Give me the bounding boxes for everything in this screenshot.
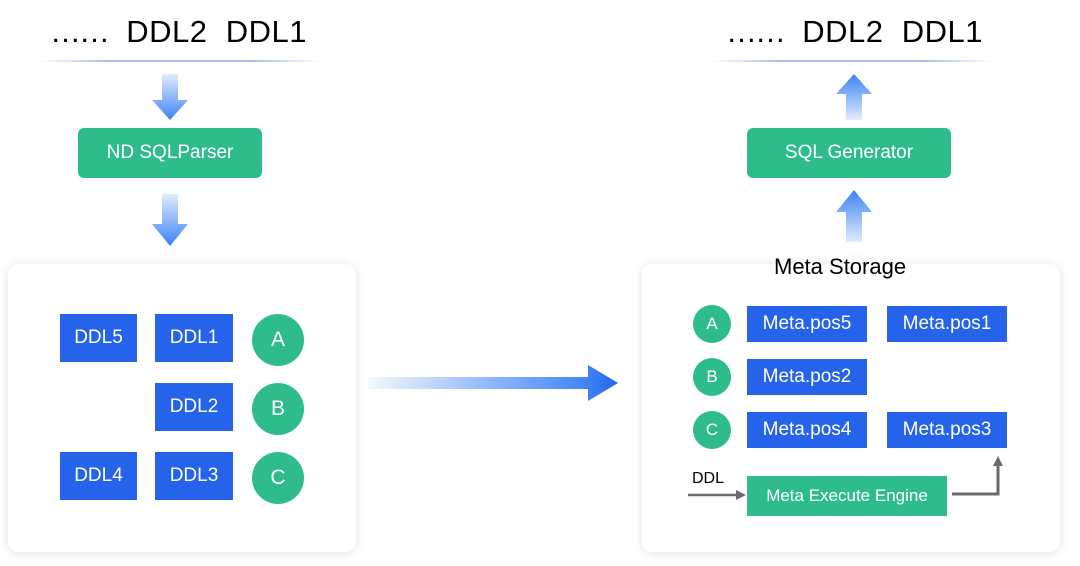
ddl-block-ddl2: DDL2 [155, 383, 233, 431]
meta-storage-title: Meta Storage [774, 254, 907, 279]
group-b-circle: B [252, 383, 304, 435]
nd-sqlparser-box: ND SQLParser [78, 128, 262, 178]
meta-pos5-block: Meta.pos5 [747, 306, 867, 342]
meta-group-a-circle: A [693, 305, 731, 343]
ddl-input-label: DDL [692, 470, 725, 487]
sql-generator-box: SQL Generator [747, 128, 951, 178]
group-label: B [706, 367, 718, 386]
down-arrow-icon [152, 194, 188, 246]
engine-output-connector-icon [952, 456, 1003, 496]
left-ddl-sequence: …… DDL2 DDL1 [50, 14, 307, 50]
up-arrow-icon [836, 190, 872, 242]
group-label: B [270, 397, 285, 420]
meta-execute-engine-box: Meta Execute Engine [747, 476, 947, 516]
ddl-input-arrow-icon [688, 490, 746, 500]
ddl-block-ddl5: DDL5 [60, 314, 137, 362]
left-sequence-underline [40, 60, 320, 62]
meta-pos-label: Meta.pos1 [902, 313, 992, 334]
sequence-ellipsis: …… [50, 14, 110, 49]
ddl-block-ddl4: DDL4 [60, 452, 137, 500]
ddl-label: DDL2 [169, 396, 219, 417]
nd-sqlparser-label: ND SQLParser [106, 142, 234, 163]
right-sequence-underline [712, 60, 992, 62]
right-ddl-sequence: …… DDL2 DDL1 [726, 14, 983, 50]
ddl-label: DDL3 [169, 465, 219, 486]
meta-pos-label: Meta.pos2 [762, 366, 852, 387]
down-arrow-icon [152, 74, 188, 120]
meta-group-b-circle: B [693, 358, 731, 396]
ddl-label: DDL1 [169, 327, 219, 348]
ddl-block-ddl1: DDL1 [155, 314, 233, 362]
meta-pos2-block: Meta.pos2 [747, 359, 867, 395]
meta-pos4-block: Meta.pos4 [747, 412, 867, 448]
group-c-circle: C [252, 452, 304, 504]
sequence-item: DDL1 [225, 14, 307, 49]
meta-execute-engine-label: Meta Execute Engine [766, 486, 928, 505]
sequence-item: DDL2 [126, 14, 208, 49]
group-a-circle: A [252, 314, 304, 366]
group-label: A [270, 328, 285, 351]
sequence-item: DDL1 [901, 14, 983, 49]
sql-generator-label: SQL Generator [784, 142, 914, 163]
group-label: C [705, 420, 719, 439]
right-arrow-icon [368, 365, 618, 401]
meta-pos1-block: Meta.pos1 [887, 306, 1007, 342]
ddl-label: DDL5 [74, 327, 123, 348]
ddl-label: DDL4 [74, 465, 123, 486]
up-arrow-icon [836, 74, 872, 120]
sequence-item: DDL2 [802, 14, 884, 49]
ddl-block-ddl3: DDL3 [155, 452, 233, 500]
group-label: C [270, 466, 286, 489]
group-label: A [706, 314, 718, 333]
meta-pos-label: Meta.pos4 [762, 419, 852, 440]
meta-pos3-block: Meta.pos3 [887, 412, 1007, 448]
meta-group-c-circle: C [693, 411, 731, 449]
meta-pos-label: Meta.pos5 [762, 313, 852, 334]
meta-pos-label: Meta.pos3 [902, 419, 992, 440]
sequence-ellipsis: …… [726, 14, 786, 49]
